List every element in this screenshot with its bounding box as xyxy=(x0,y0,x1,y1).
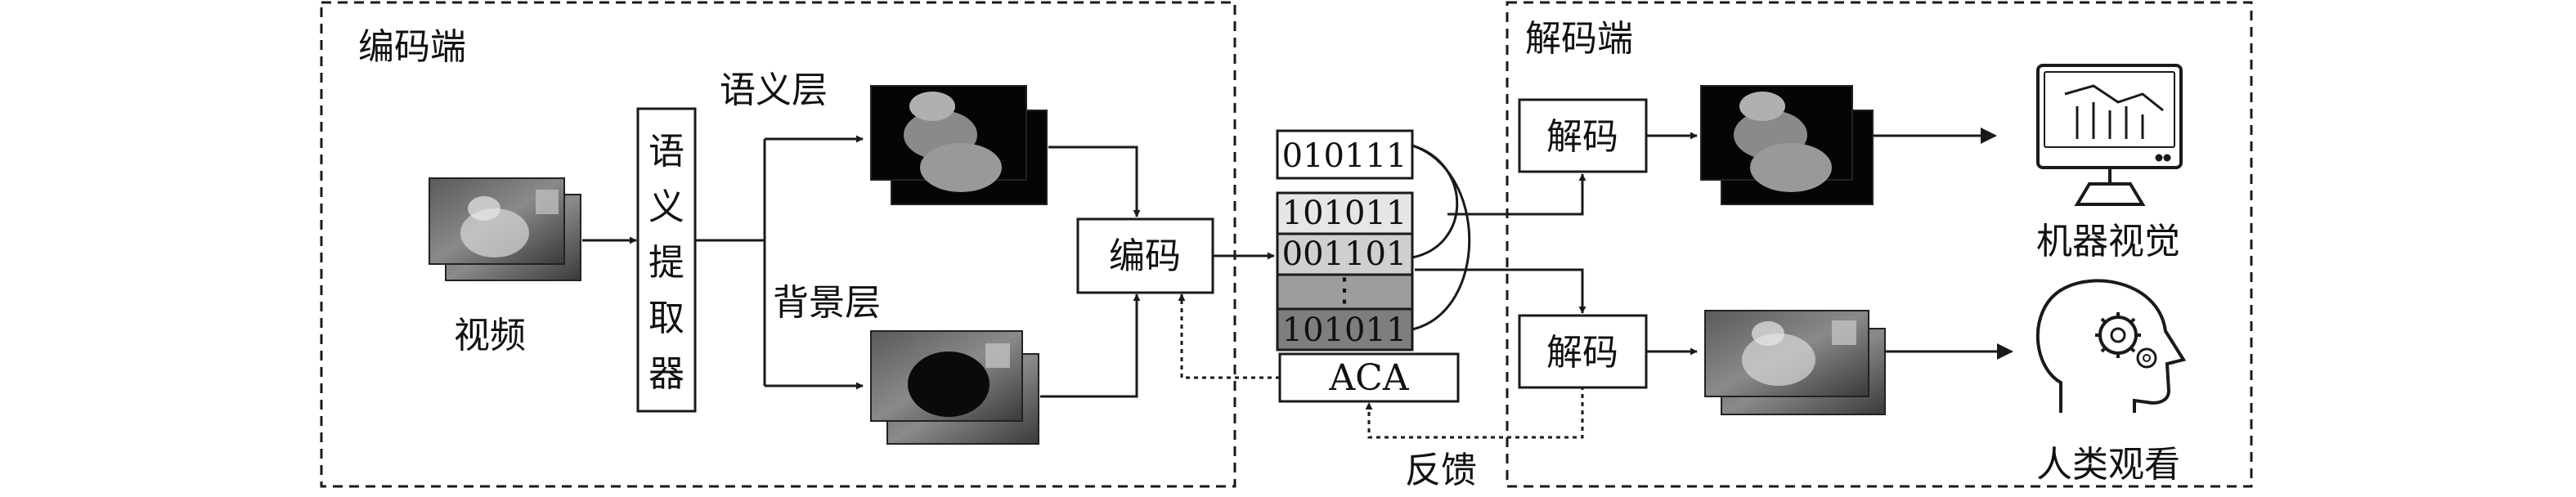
bitstream-row-bits: 101011 xyxy=(1282,195,1407,232)
splitter xyxy=(695,135,864,390)
encoder-title: 编码端 xyxy=(358,26,466,68)
encode-box xyxy=(1076,217,1214,294)
extractor-char: 义 xyxy=(648,186,684,228)
bitstream-to-decoder-arrows xyxy=(1415,173,1586,314)
human-head-gear-icon xyxy=(2035,279,2187,413)
decode-top-label: 解码 xyxy=(1546,116,1618,158)
bitstream-row-bits: 101011 xyxy=(1282,311,1407,349)
bitstream: 010111 101011 001101 ⋮ 101011 xyxy=(1276,129,1414,351)
bitstream-top xyxy=(1276,129,1414,180)
semantic-layer-frames xyxy=(870,85,1048,205)
extractor-char: 语 xyxy=(648,131,684,172)
encode-label: 编码 xyxy=(1109,235,1181,277)
decode-top-box xyxy=(1518,98,1648,173)
bitstream-row xyxy=(1276,191,1414,235)
bitstream-row xyxy=(1276,273,1414,311)
input-label: 视频 xyxy=(454,315,526,356)
background-layer-frames xyxy=(870,330,1039,445)
encoder-region xyxy=(320,1,1236,488)
semantic-layer-label: 语义层 xyxy=(720,69,828,111)
extractor-char: 取 xyxy=(648,298,684,339)
aca-to-encode-arrow xyxy=(1178,293,1280,379)
feedback-arrow xyxy=(1365,386,1584,439)
extractor-char: 器 xyxy=(648,353,684,395)
bitstream-row-bits: 001101 xyxy=(1282,235,1407,273)
feedback-label: 反馈 xyxy=(1405,450,1477,491)
extractor-char: 提 xyxy=(648,242,684,284)
monitor-icon xyxy=(2036,64,2183,206)
aca-box xyxy=(1278,352,1460,403)
semantic-extractor xyxy=(636,107,697,413)
bitstream-top-bits: 010111 xyxy=(1282,137,1407,175)
decoder-title: 解码端 xyxy=(1525,18,1633,60)
machine-vision-label: 机器视觉 xyxy=(2036,221,2180,262)
bitstream-curves xyxy=(1411,144,1471,331)
decoder-region xyxy=(1506,1,2253,488)
aca-label: ACA xyxy=(1328,357,1409,399)
decode-bottom-label: 解码 xyxy=(1546,332,1618,374)
human-view-label: 人类观看 xyxy=(2036,444,2180,486)
decoded-full-frames xyxy=(1704,310,1886,415)
layer-to-encode-arrows xyxy=(1040,146,1141,398)
input-video-frames xyxy=(429,177,581,281)
decoded-semantic-frames xyxy=(1700,85,1874,205)
bitstream-row-bits: ⋮ xyxy=(1328,271,1361,309)
background-layer-label: 背景层 xyxy=(773,282,881,324)
